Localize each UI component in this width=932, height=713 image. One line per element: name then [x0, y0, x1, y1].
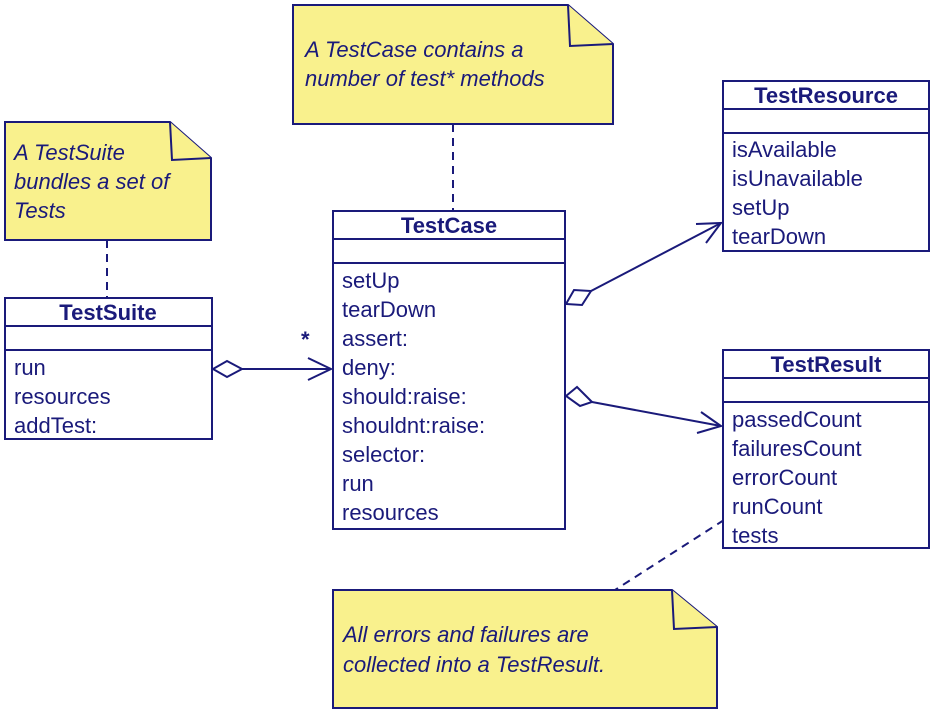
- testsuite-note: A TestSuite bundles a set of Tests: [4, 121, 212, 241]
- class-testcase-method: selector:: [342, 442, 425, 467]
- testcase-note-line-2: number of test* methods: [305, 66, 545, 91]
- case-result-aggregation: [564, 385, 724, 434]
- class-testresult-method: failuresCount: [732, 436, 862, 461]
- class-testcase-method: should:raise:: [342, 384, 467, 409]
- class-testresult-method: passedCount: [732, 407, 862, 432]
- class-testcase-method: shouldnt:raise:: [342, 413, 485, 438]
- class-testresult: TestResult passedCount failuresCount err…: [722, 349, 930, 549]
- class-testresource: TestResource isAvailable isUnavailable s…: [722, 80, 930, 252]
- aggregation-diamond-icon: [210, 359, 245, 379]
- aggregation-diamond-icon: [564, 288, 593, 307]
- class-testresource-method: isAvailable: [732, 137, 837, 162]
- class-testcase-name: TestCase: [401, 213, 497, 238]
- class-testresource-method: isUnavailable: [732, 166, 863, 191]
- class-testcase-method: assert:: [342, 326, 408, 351]
- class-testcase: TestCase setUp tearDown assert: deny: sh…: [332, 210, 566, 530]
- class-testsuite: TestSuite run resources addTest:: [4, 297, 213, 440]
- class-testresult-method: tests: [732, 523, 778, 548]
- class-testsuite-method: addTest:: [14, 413, 97, 438]
- testsuite-note-line-3: Tests: [14, 198, 66, 223]
- class-testresource-name: TestResource: [754, 83, 898, 108]
- class-testsuite-name: TestSuite: [59, 300, 156, 325]
- testresult-note: All errors and failures are collected in…: [332, 589, 718, 709]
- testcase-note-line-1: A TestCase contains a: [303, 37, 524, 62]
- aggregation-diamond-icon: [564, 385, 594, 408]
- testresult-note-connector: [614, 519, 725, 591]
- class-testresult-method: runCount: [732, 494, 823, 519]
- class-testcase-method: deny:: [342, 355, 396, 380]
- suite-case-aggregation: *: [210, 327, 334, 381]
- testsuite-note-line-1: A TestSuite: [12, 140, 125, 165]
- multiplicity-label: *: [301, 327, 310, 352]
- class-testresource-method: tearDown: [732, 224, 826, 249]
- class-testsuite-method: run: [14, 355, 46, 380]
- class-testresult-method: errorCount: [732, 465, 837, 490]
- class-testcase-method: resources: [342, 500, 439, 525]
- testcase-note: A TestCase contains a number of test* me…: [292, 4, 614, 125]
- case-resource-aggregation: [564, 221, 724, 307]
- testresult-note-line-1: All errors and failures are: [341, 622, 589, 647]
- class-testcase-method: setUp: [342, 268, 399, 293]
- class-testsuite-method: resources: [14, 384, 111, 409]
- class-testresult-name: TestResult: [771, 352, 883, 377]
- testsuite-note-line-2: bundles a set of: [14, 169, 172, 194]
- testresult-note-line-2: collected into a TestResult.: [343, 652, 605, 677]
- class-testresource-method: setUp: [732, 195, 789, 220]
- class-testcase-method: run: [342, 471, 374, 496]
- class-testcase-method: tearDown: [342, 297, 436, 322]
